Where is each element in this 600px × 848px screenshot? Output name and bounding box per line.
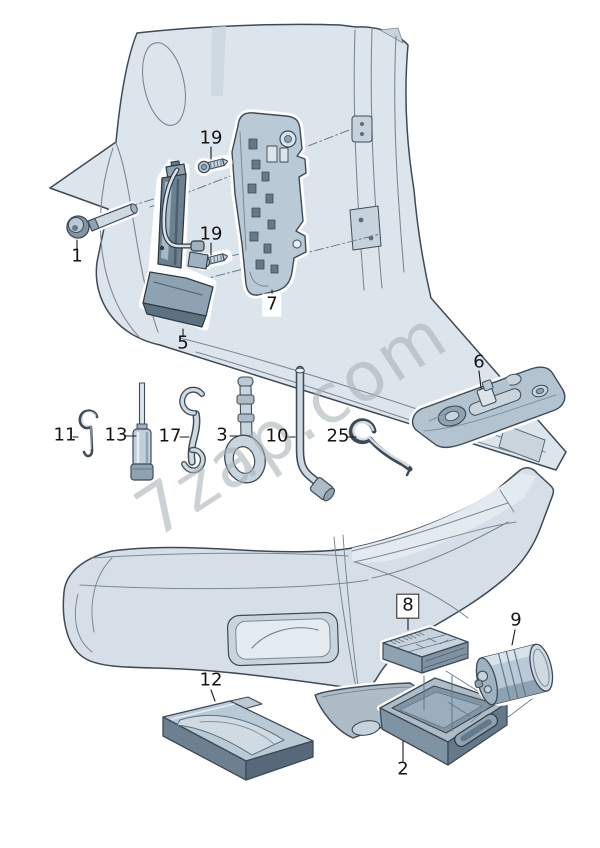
part-label-19-bottom[interactable]: 19	[199, 223, 223, 245]
part-label-11[interactable]: 11	[53, 424, 77, 446]
part-tool-box[interactable]	[312, 670, 537, 766]
part-mounting-bracket[interactable]	[228, 109, 310, 299]
part-lug-wrench[interactable]	[295, 365, 337, 503]
part-label-7[interactable]: 7	[262, 293, 282, 317]
part-label-19-top[interactable]: 19	[199, 127, 223, 149]
part-label-5[interactable]: 5	[177, 332, 189, 354]
part-label-2[interactable]: 2	[397, 758, 409, 780]
part-tool-holder-foam[interactable]	[409, 363, 569, 451]
part-hook-clip[interactable]	[78, 409, 99, 458]
bumper-art	[62, 467, 555, 690]
part-screwdriver[interactable]	[130, 382, 154, 481]
part-label-10[interactable]: 10	[265, 425, 289, 447]
part-open-end-wrench[interactable]	[179, 386, 206, 474]
part-label-12[interactable]: 12	[199, 669, 223, 691]
part-label-17[interactable]: 17	[158, 425, 182, 447]
part-label-6[interactable]: 6	[473, 351, 485, 373]
part-screw-19-top[interactable]	[193, 151, 234, 178]
part-label-25[interactable]: 25	[326, 425, 350, 447]
part-label-8[interactable]: 8	[396, 593, 420, 619]
part-kit-box[interactable]	[380, 625, 471, 676]
part-label-13[interactable]: 13	[104, 424, 128, 446]
part-jack[interactable]	[138, 159, 217, 331]
part-label-3[interactable]: 3	[216, 424, 228, 446]
part-tow-hook[interactable]	[220, 376, 270, 487]
part-cylinder[interactable]	[468, 637, 561, 711]
part-crank-handle[interactable]	[64, 201, 139, 241]
label-leader-lines	[72, 146, 516, 762]
part-stowage-tray[interactable]	[160, 696, 316, 783]
part-label-9[interactable]: 9	[510, 609, 522, 631]
part-label-1[interactable]: 1	[71, 245, 83, 267]
part-pry-hook[interactable]	[346, 416, 415, 477]
